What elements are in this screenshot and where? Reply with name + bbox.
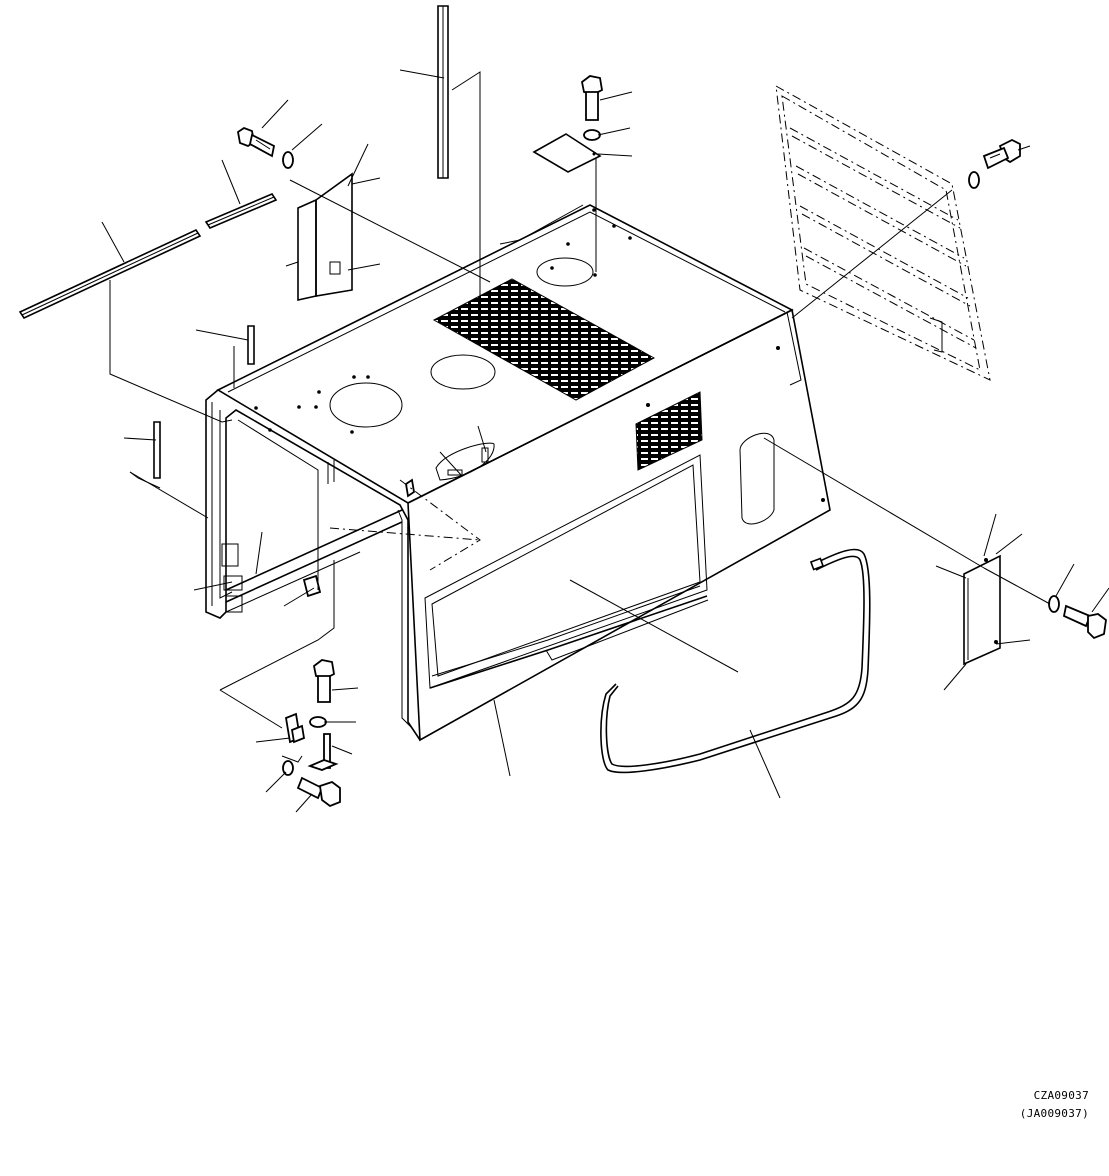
- washer-top-left: [283, 152, 293, 168]
- top-grille: [434, 279, 654, 400]
- engine-hood: [206, 205, 830, 740]
- leader-lines: [102, 70, 1109, 812]
- bolt-bottom-vertical: [314, 660, 334, 702]
- left-cover-plate: [298, 174, 352, 300]
- bracket-small-front: [304, 576, 320, 596]
- washer-bottom-2: [283, 761, 293, 775]
- small-seal-1: [248, 326, 254, 364]
- assembly-lines: [110, 72, 1050, 762]
- side-window: [425, 455, 708, 688]
- right-cover-plate: [964, 556, 1000, 664]
- washer-top-center: [584, 130, 600, 140]
- washer-bottom-1: [310, 717, 326, 727]
- vertical-seal-rod: [438, 6, 448, 178]
- seal-strip-long: [20, 230, 200, 318]
- bottom-bracket: [286, 714, 304, 742]
- bolt-top-center: [582, 76, 602, 120]
- bolt-right: [1064, 606, 1106, 638]
- drawing-code: CZA09037: [1033, 1089, 1089, 1102]
- bracket-small-top: [406, 480, 414, 496]
- seal-strip-short: [206, 194, 276, 228]
- washer-top-right: [969, 172, 979, 188]
- bolt-bottom-horizontal: [298, 778, 340, 806]
- top-openings: [254, 208, 825, 502]
- bolt-top-right: [984, 140, 1020, 168]
- rear-screen-panel: [776, 86, 990, 380]
- top-cover-plate: [534, 134, 600, 172]
- bolt-top-left: [238, 128, 274, 156]
- small-seal-2: [154, 422, 160, 478]
- door-seal-large: [601, 549, 870, 772]
- side-vent: [636, 392, 774, 524]
- washer-right: [1049, 596, 1059, 612]
- drawing-reference-code: (JA009037): [1019, 1107, 1089, 1120]
- stud-pin: [310, 734, 336, 770]
